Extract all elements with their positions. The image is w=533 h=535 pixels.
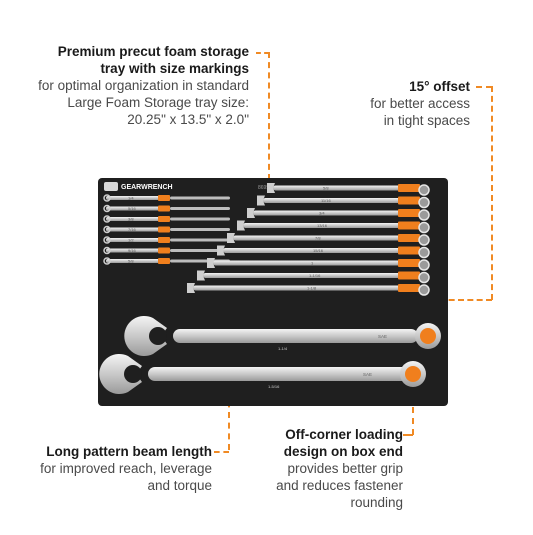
- wrench-large-marking-0: SAE: [378, 334, 387, 339]
- wrench-large-0: 1-1/4 SAE: [124, 316, 441, 356]
- callout-loading-heading-2: design on box end: [283, 443, 403, 459]
- callout-beam-body-2: and torque: [147, 477, 212, 493]
- wrench-left-handle-2: [170, 217, 230, 221]
- wrench-left-handle-4: [170, 238, 230, 242]
- wrench-left-label-0: 1/4: [128, 196, 134, 201]
- callout-storage-body-1: for optimal organization in standard: [38, 77, 249, 93]
- callout-beam-body-1: for improved reach, leverage: [40, 460, 212, 476]
- wrench-left-handle-5: [170, 249, 230, 252]
- callout-loading-body-3: rounding: [350, 494, 403, 510]
- leader-storage-h: [256, 52, 269, 54]
- wrench-right-label-0: 5/8: [323, 186, 329, 191]
- wrench-right-label-1: 11/16: [321, 198, 331, 203]
- wrench-left-handle-0: [170, 196, 230, 200]
- callout-storage-body-2: Large Foam Storage tray size:: [67, 94, 249, 110]
- wrench-set-illustration: GEARWRENCH 86958 1/4 5/16 3/8 7/16 1/2 9/16 5/…: [98, 178, 448, 406]
- wrench-right-label-7: 1-1/16: [309, 273, 321, 278]
- wrench-right-2: 3/4: [247, 208, 430, 221]
- leader-beam-h: [214, 451, 229, 453]
- callout-loading-heading-1: Off-corner loading: [285, 427, 403, 442]
- wrench-right-4: 7/8: [227, 233, 430, 246]
- wrench-right-label-5: 15/16: [313, 248, 324, 253]
- right-wrench-group: 5/8 11/16 3/4 13/16 7/8 15/16 1 1-1/16 1-1/8: [187, 183, 430, 296]
- callout-off-corner: Off-corner loading design on box end pro…: [248, 427, 403, 511]
- wrench-left-handle-1: [170, 207, 230, 210]
- leader-loading-h: [403, 434, 413, 436]
- wrench-right-0: 5/8: [267, 183, 430, 196]
- wrench-left-3: 7/16: [103, 225, 170, 234]
- foam-tray: GEARWRENCH 86958 1/4 5/16 3/8 7/16 1/2 9/16 5/…: [98, 178, 448, 406]
- wrench-left-5: 9/16: [103, 246, 170, 255]
- wrench-left-label-4: 1/2: [128, 238, 134, 243]
- wrench-large-label-1: 1-5/16: [268, 384, 280, 389]
- wrench-right-1: 11/16: [257, 195, 430, 209]
- leader-storage-v: [268, 52, 270, 180]
- wrench-left-handle-3: [170, 228, 230, 231]
- wrench-left-label-2: 3/8: [128, 217, 134, 222]
- leader-offset-h2: [430, 299, 492, 301]
- wrench-left-0: 1/4: [103, 194, 170, 202]
- callout-loading-body-1: provides better grip: [287, 460, 403, 476]
- callout-storage-tray: Premium precut foam storage tray with si…: [14, 44, 249, 128]
- wrench-large-1: 1-5/16 SAE: [99, 354, 426, 394]
- wrench-right-7: 1-1/16: [197, 270, 430, 284]
- callout-storage-heading-1: Premium precut foam storage: [57, 44, 249, 59]
- callout-storage-heading-2: tray with size markings: [100, 60, 249, 76]
- wrench-right-label-8: 1-1/8: [307, 286, 317, 291]
- wrench-right-8: 1-1/8: [187, 283, 430, 296]
- wrench-right-5: 15/16: [217, 245, 430, 259]
- foam-base: [98, 178, 448, 406]
- left-wrench-group: 1/4 5/16 3/8 7/16 1/2 9/16 5/8: [103, 194, 230, 265]
- leader-offset-v: [491, 86, 493, 300]
- callout-storage-body-3: 20.25" x 13.5" x 2.0": [127, 111, 249, 127]
- wrench-large-label-0: 1-1/4: [278, 346, 288, 351]
- callout-offset-body-2: in tight spaces: [383, 112, 470, 128]
- wrench-left-2: 3/8: [103, 215, 170, 223]
- callout-beam-length: Long pattern beam length for improved re…: [12, 444, 212, 495]
- wrench-left-4: 1/2: [103, 236, 170, 244]
- wrench-left-1: 5/16: [103, 204, 170, 213]
- wrench-right-label-6: 1: [311, 261, 314, 266]
- callout-beam-heading: Long pattern beam length: [46, 444, 212, 459]
- leader-offset-h: [476, 86, 492, 88]
- leader-loading-v: [412, 385, 414, 435]
- brand-logo-icon: [104, 182, 118, 191]
- tray-brand: GEARWRENCH: [121, 184, 173, 191]
- callout-offset: 15° offset for better access in tight sp…: [330, 79, 470, 130]
- wrench-right-6: 1: [207, 258, 430, 271]
- wrench-right-3: 13/16: [237, 220, 430, 234]
- callout-offset-heading: 15° offset: [409, 79, 470, 94]
- tray-model: 86958: [258, 185, 272, 191]
- wrench-left-label-3: 7/16: [128, 227, 137, 232]
- callout-offset-body-1: for better access: [370, 95, 470, 111]
- wrench-left-label-6: 5/8: [128, 259, 134, 264]
- wrench-large-marking-1: SAE: [363, 372, 372, 377]
- wrench-left-label-1: 5/16: [128, 206, 137, 211]
- callout-loading-body-2: and reduces fastener: [276, 477, 403, 493]
- wrench-right-label-3: 13/16: [317, 223, 328, 228]
- leader-beam-v: [228, 380, 230, 450]
- wrench-left-label-5: 9/16: [128, 248, 137, 253]
- wrench-right-label-2: 3/4: [319, 211, 325, 216]
- wrench-right-label-4: 7/8: [315, 236, 321, 241]
- wrench-left-6: 5/8: [103, 257, 170, 265]
